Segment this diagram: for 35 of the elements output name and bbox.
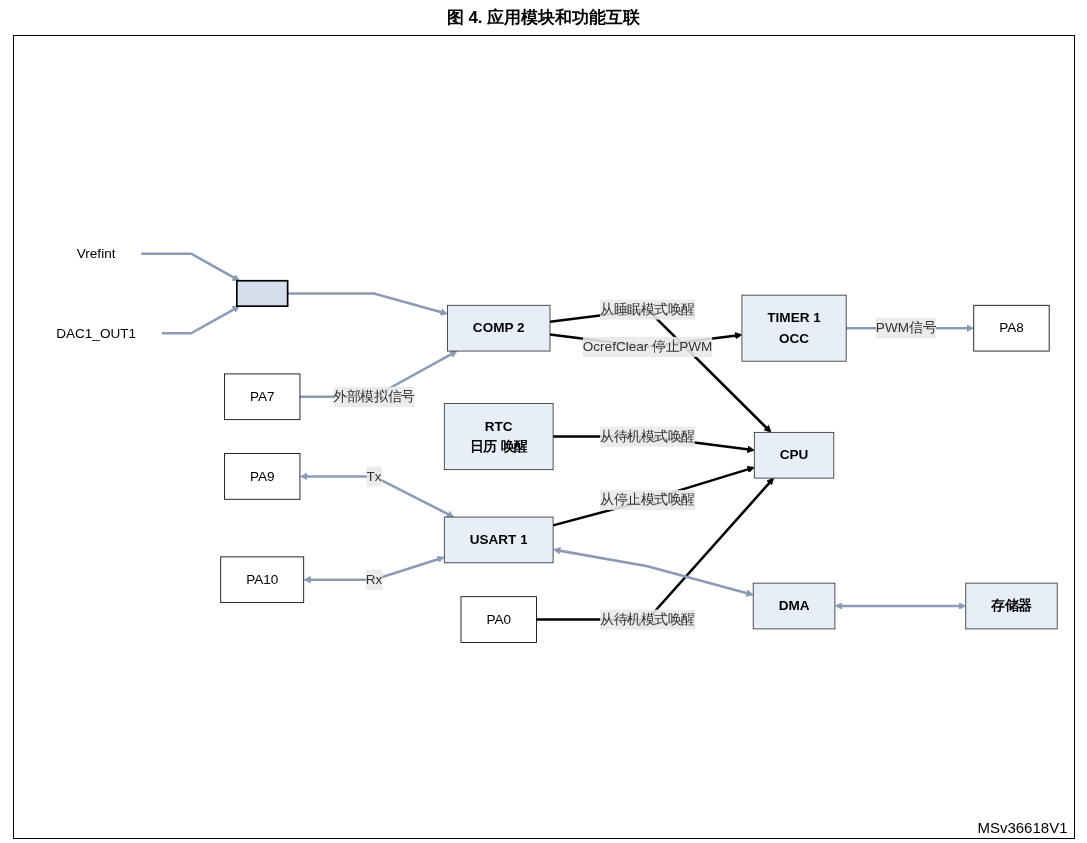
node-box: PA0 bbox=[460, 596, 537, 644]
edge-label: OcrefClear 停止PWM bbox=[582, 339, 712, 354]
edge-label: 从待机模式唤醒 bbox=[599, 429, 695, 444]
figure-id-note: MSv36618V1 bbox=[977, 819, 1068, 836]
edge-label: 从睡眠模式唤醒 bbox=[599, 302, 695, 317]
arrow bbox=[552, 466, 755, 527]
node-box: PA10 bbox=[219, 556, 304, 604]
node-box: RTC 日历 唤醒 bbox=[443, 403, 554, 471]
arrow bbox=[303, 556, 445, 584]
edge-label: PWM信号 bbox=[875, 320, 936, 336]
node-box: PA7 bbox=[223, 373, 300, 421]
figure-title: 图 4. 应用模块和功能互联 bbox=[446, 7, 641, 29]
edge-label: Rx bbox=[365, 572, 382, 587]
arrow bbox=[834, 602, 966, 611]
node-box: COMP 2 bbox=[446, 305, 550, 352]
arrow bbox=[287, 292, 448, 317]
arrow bbox=[160, 306, 240, 335]
node-text: DAC1_OUT1 bbox=[55, 326, 136, 341]
node-text: Vrefint bbox=[76, 246, 115, 261]
arrow bbox=[299, 473, 454, 518]
node-box: PA8 bbox=[972, 305, 1050, 352]
arrow bbox=[535, 478, 774, 622]
arrow bbox=[140, 252, 240, 282]
edge-label: 从停止模式唤醒 bbox=[599, 492, 695, 508]
node-box: USART 1 bbox=[443, 517, 554, 564]
node-box: CPU bbox=[753, 432, 834, 479]
arrow bbox=[552, 547, 754, 598]
node-bar bbox=[235, 280, 288, 308]
edge-label: 从待机模式唤醒 bbox=[599, 612, 695, 627]
node-box: 存储器 bbox=[964, 583, 1058, 630]
edge-label: 外部模拟信号 bbox=[332, 389, 415, 404]
edge-label: Tx bbox=[365, 469, 382, 484]
node-box: PA9 bbox=[223, 453, 300, 501]
node-box: DMA bbox=[752, 583, 835, 630]
node-box: TIMER 1 OCC bbox=[741, 295, 847, 363]
